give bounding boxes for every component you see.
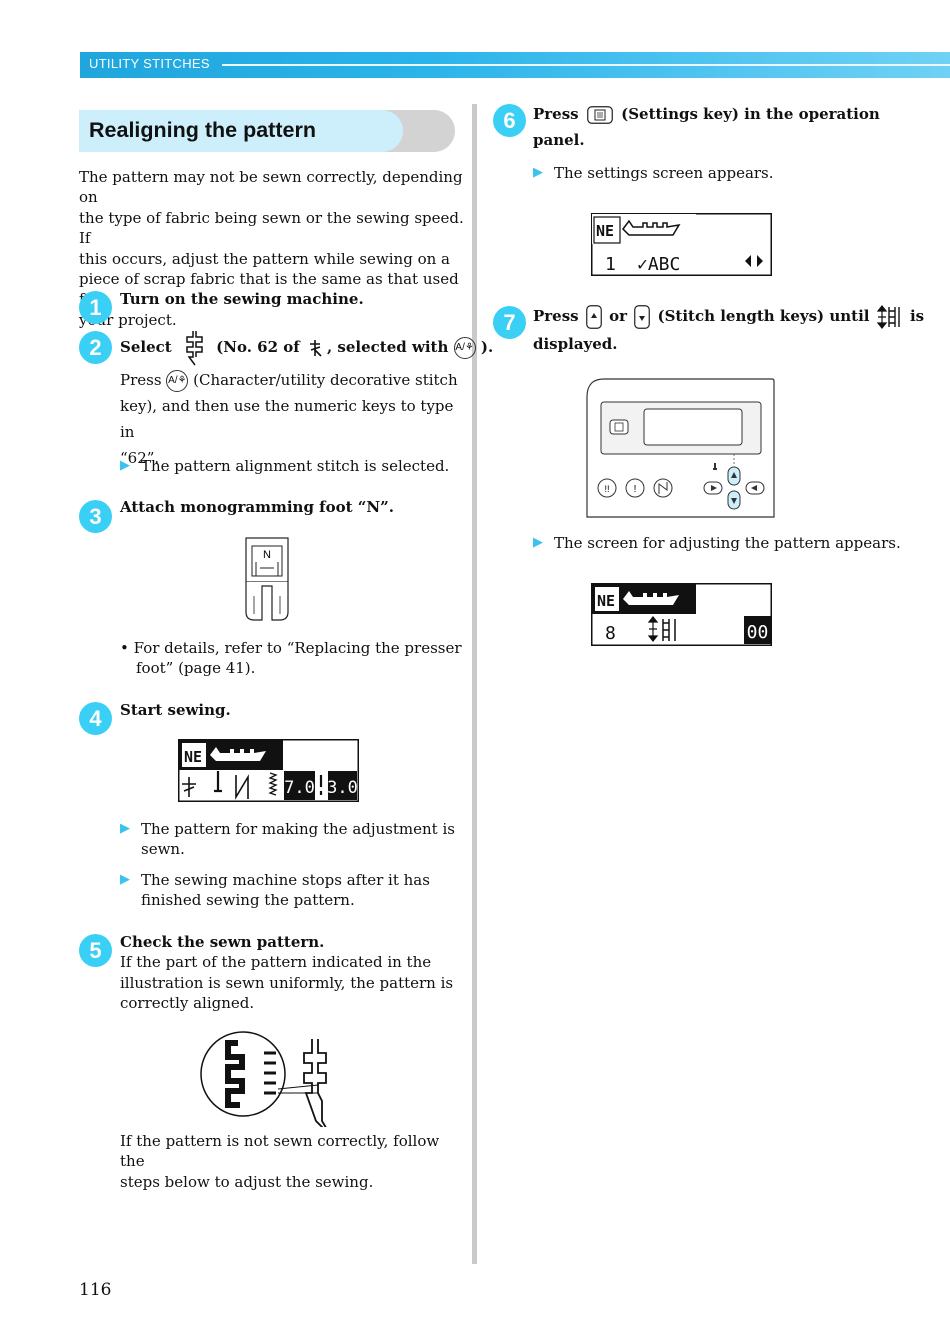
step-1-badge: 1 bbox=[79, 291, 112, 324]
step-2-badge: 2 bbox=[79, 331, 112, 364]
step-2-title: Select (No. 62 of , selected with A/⚘ ). bbox=[120, 329, 493, 367]
step-4-title: Start sewing. bbox=[120, 701, 231, 719]
result-arrow-icon: ▶ bbox=[533, 535, 543, 550]
alignment-stitch-icon bbox=[186, 331, 203, 366]
step-7-title: Press or (Stitch length keys) until is d… bbox=[533, 305, 925, 353]
section-title: Realigning the pattern bbox=[89, 118, 316, 142]
character-utility-key-icon: A/⚘ bbox=[166, 370, 189, 392]
svg-text:1: 1 bbox=[605, 254, 616, 275]
svg-text:NE: NE bbox=[184, 748, 202, 766]
stitch-length-up-key-icon bbox=[586, 305, 602, 329]
presser-foot-n-illustration: N bbox=[245, 537, 289, 621]
step-4-result-2: ▶ The sewing machine stops after it has … bbox=[120, 871, 430, 910]
svg-text:8: 8 bbox=[605, 623, 616, 644]
svg-text:1: 1 bbox=[89, 295, 101, 320]
step-6-badge: 6 bbox=[493, 104, 526, 137]
stitch-length-down-key-icon bbox=[634, 305, 651, 329]
step-1-title: Turn on the sewing machine. bbox=[120, 290, 364, 308]
sewn-pattern-illustration bbox=[200, 1031, 327, 1127]
svg-text:3: 3 bbox=[89, 504, 101, 529]
step-5-badge: 5 bbox=[79, 934, 112, 967]
pattern-adjust-icon bbox=[876, 305, 900, 329]
page-number: 116 bbox=[79, 1280, 112, 1300]
result-arrow-icon: ▶ bbox=[120, 458, 130, 473]
step-6-title: Press (Settings key) in the operation pa… bbox=[533, 105, 880, 149]
svg-text:4: 4 bbox=[89, 706, 102, 731]
header-rule bbox=[222, 64, 950, 66]
step-3-badge: 3 bbox=[79, 500, 112, 533]
step-5-text: Check the sewn pattern. If the part of t… bbox=[120, 932, 465, 1014]
svg-text:NE: NE bbox=[596, 222, 614, 240]
character-decorative-icon bbox=[309, 340, 322, 357]
svg-text:!!: !! bbox=[604, 484, 609, 494]
result-arrow-icon: ▶ bbox=[120, 872, 130, 887]
section-label: UTILITY STITCHES bbox=[89, 56, 210, 71]
step-3-note: • For details, refer to “Replacing the p… bbox=[120, 639, 462, 678]
step-4-badge: 4 bbox=[79, 702, 112, 735]
svg-text:!: ! bbox=[634, 484, 637, 495]
svg-text:N: N bbox=[263, 549, 271, 561]
step-4-result-1: ▶ The pattern for making the adjustment … bbox=[120, 820, 455, 859]
character-utility-key-icon: A/⚘ bbox=[453, 337, 476, 359]
svg-text:2: 2 bbox=[89, 335, 101, 360]
lcd-adjust-screen: NE 8 00 bbox=[591, 583, 772, 646]
settings-key-icon bbox=[587, 106, 613, 124]
lcd-sewing-screen: NE 7.0 3.0 bbox=[178, 739, 359, 802]
svg-text:NE: NE bbox=[597, 592, 615, 610]
svg-text:7.0: 7.0 bbox=[284, 778, 315, 798]
svg-text:3.0: 3.0 bbox=[327, 778, 358, 798]
column-divider bbox=[472, 104, 477, 1264]
step-5-title: Check the sewn pattern. bbox=[120, 933, 325, 951]
svg-text:✓ABC: ✓ABC bbox=[637, 254, 680, 275]
result-arrow-icon: ▶ bbox=[120, 821, 130, 836]
svg-text:00: 00 bbox=[747, 622, 769, 643]
step-7-badge: 7 bbox=[493, 306, 526, 339]
svg-text:7: 7 bbox=[503, 310, 515, 335]
operation-panel-illustration: !! ! bbox=[586, 378, 775, 518]
svg-text:5: 5 bbox=[89, 938, 101, 963]
step-3-title: Attach monogramming foot “N”. bbox=[120, 498, 394, 516]
step-5-after: If the pattern is not sewn correctly, fo… bbox=[120, 1132, 440, 1191]
svg-text:6: 6 bbox=[503, 108, 515, 133]
section-title-box: Realigning the pattern bbox=[79, 110, 455, 152]
step-2-instructions: Press A/⚘ (Character/utility decorative … bbox=[120, 370, 458, 467]
lcd-settings-screen: NE 1 ✓ABC bbox=[591, 213, 772, 276]
result-arrow-icon: ▶ bbox=[533, 165, 543, 180]
